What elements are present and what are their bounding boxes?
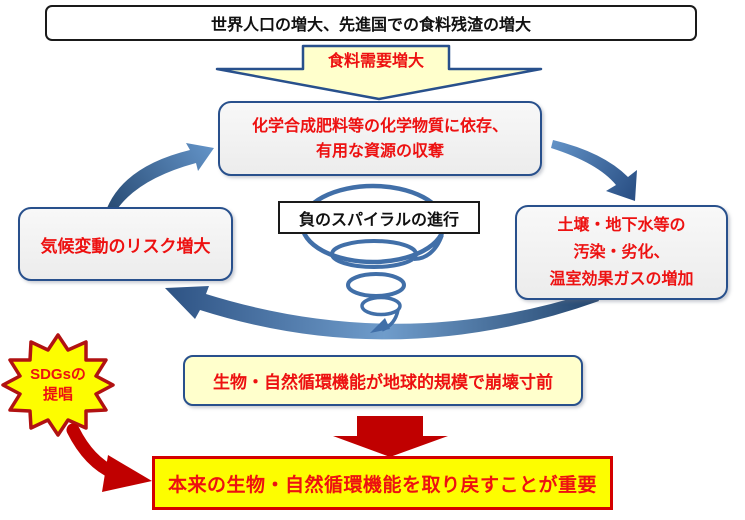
chemical-dependence-box: 化学合成肥料等の化学物質に依存、 有用な資源の収奪 bbox=[218, 101, 542, 176]
sdgs-arrow-icon bbox=[66, 423, 152, 492]
negative-spiral-label: 負のスパイラルの進行 bbox=[278, 201, 480, 234]
conclusion-text: 本来の生物・自然循環機能を取り戻すことが重要 bbox=[167, 474, 597, 496]
collapse-box: 生物・自然循環機能が地球的規模で崩壊寸前 bbox=[183, 355, 583, 406]
sdgs-starburst: SDGsの 提唱 bbox=[13, 362, 103, 408]
climate-risk-box: 気候変動のリスク増大 bbox=[18, 207, 233, 281]
world-population-text: 世界人口の増大、先進国での食料残渣の増大 bbox=[210, 17, 531, 34]
chemical-dependence-line1: 化学合成肥料等の化学物質に依存、 bbox=[251, 117, 508, 135]
world-population-box: 世界人口の増大、先進国での食料残渣の増大 bbox=[45, 5, 697, 41]
cycle-arrow-up-icon bbox=[103, 143, 214, 224]
sdgs-line2: 提唱 bbox=[42, 386, 73, 403]
soil-pollution-line2: 汚染・劣化、 bbox=[573, 244, 670, 261]
sdgs-line1: SDGsの bbox=[30, 366, 86, 383]
negative-spiral-text: 負のスパイラルの進行 bbox=[298, 211, 459, 229]
food-demand-text: 食料需要増大 bbox=[327, 52, 424, 70]
cycle-arrow-down-icon bbox=[551, 140, 637, 201]
collapse-text: 生物・自然循環機能が地球的規模で崩壊寸前 bbox=[213, 373, 553, 392]
soil-pollution-box: 土壌・地下水等の 汚染・劣化、 温室効果ガスの増加 bbox=[515, 205, 728, 300]
climate-risk-text: 気候変動のリスク増大 bbox=[40, 236, 211, 256]
red-down-arrow-icon bbox=[333, 416, 448, 457]
chemical-dependence-line2: 有用な資源の収奪 bbox=[315, 142, 444, 160]
conclusion-box: 本来の生物・自然循環機能を取り戻すことが重要 bbox=[152, 456, 613, 510]
soil-pollution-line1: 土壌・地下水等の bbox=[557, 217, 686, 234]
food-demand-arrow-shape bbox=[215, 44, 543, 101]
cycle-arrow-return-icon bbox=[165, 286, 599, 340]
food-demand-label: 食料需要増大 bbox=[303, 47, 449, 70]
sdgs-starburst-shape bbox=[1, 333, 115, 437]
soil-pollution-line3: 温室効果ガスの増加 bbox=[549, 271, 694, 288]
